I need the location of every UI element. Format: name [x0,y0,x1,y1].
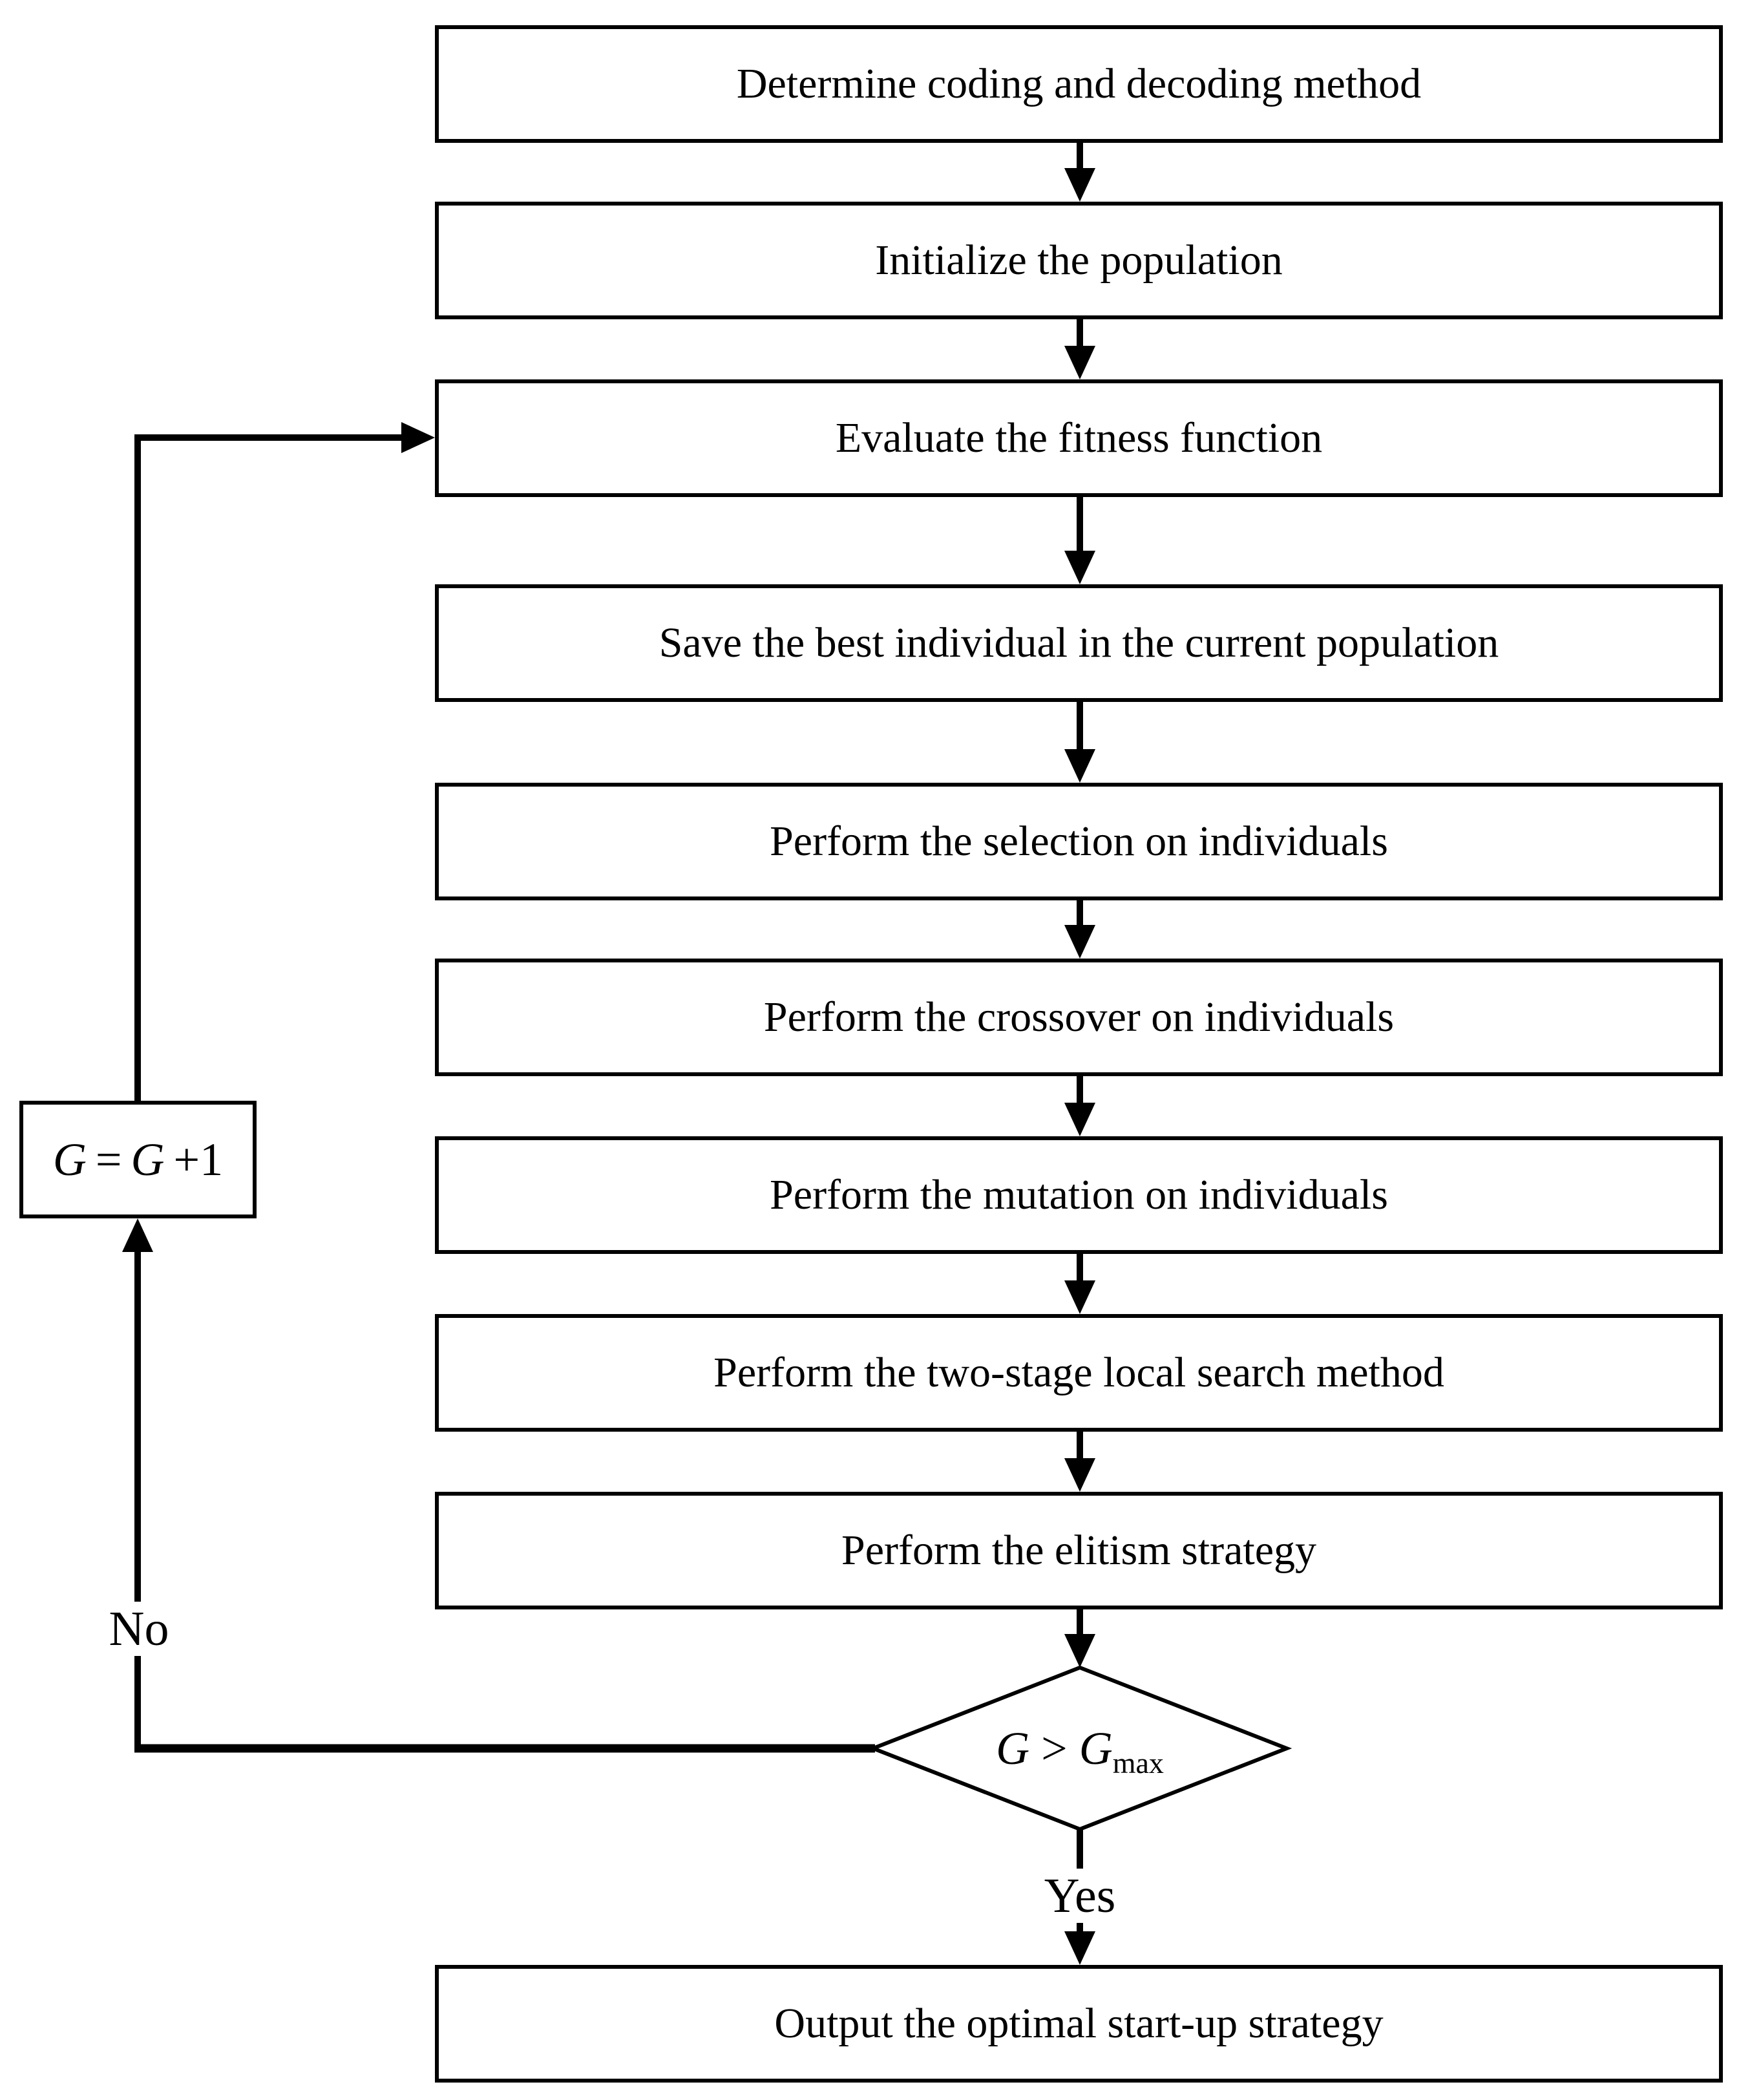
arrow-elitism-to-decision [1064,1609,1095,1668]
arrow-selection-to-crossover [1064,900,1095,959]
decision-label: G > Gmax [996,1723,1164,1778]
flow-box-save-best: Save the best individual in the current … [435,584,1723,702]
flow-box-selection-label: Perform the selection on individuals [770,818,1388,865]
flow-box-evaluate-label: Evaluate the fitness function [835,414,1323,461]
edge-label-yes: Yes [1038,1869,1121,1923]
arrow-mutation-to-local-search [1064,1254,1095,1314]
flow-box-mutation: Perform the mutation on individuals [435,1136,1723,1254]
arrow-initialize-to-evaluate [1064,319,1095,379]
flow-box-determine: Determine coding and decoding method [435,25,1723,143]
edge-label-no: No [103,1602,174,1656]
counter-box: G=G+1 [19,1101,257,1218]
flow-box-selection: Perform the selection on individuals [435,783,1723,900]
flow-box-output: Output the optimal start-up strategy [435,1965,1723,2083]
decision-op: > [1041,1723,1068,1774]
counter-rhs: G [131,1134,165,1185]
flow-box-evaluate: Evaluate the fitness function [435,379,1723,497]
decision-diamond [867,1665,1292,1832]
flow-box-output-label: Output the optimal start-up strategy [774,2000,1384,2047]
flow-box-crossover: Perform the crossover on individuals [435,959,1723,1076]
flow-box-local-search-label: Perform the two-stage local search metho… [713,1349,1444,1396]
flow-box-initialize-label: Initialize the population [875,237,1283,284]
flow-box-elitism: Perform the elitism strategy [435,1492,1723,1609]
flow-box-local-search: Perform the two-stage local search metho… [435,1314,1723,1432]
loop-return-path [134,422,435,1101]
counter-inc: +1 [173,1134,224,1185]
flow-box-elitism-label: Perform the elitism strategy [841,1527,1316,1574]
flow-box-determine-label: Determine coding and decoding method [736,60,1422,107]
counter-eq: = [95,1134,122,1185]
arrow-evaluate-to-save [1064,497,1095,584]
flow-box-mutation-label: Perform the mutation on individuals [770,1171,1388,1218]
flow-box-crossover-label: Perform the crossover on individuals [763,993,1395,1041]
arrow-determine-to-initialize [1064,143,1095,202]
decision-rhs-subscript: max [1112,1746,1164,1779]
decision-lhs: G [996,1723,1030,1774]
counter-lhs: G [52,1134,87,1185]
flow-box-save-best-label: Save the best individual in the current … [659,619,1499,666]
flow-box-initialize: Initialize the population [435,202,1723,319]
arrow-crossover-to-mutation [1064,1076,1095,1136]
arrow-local-search-to-elitism [1064,1432,1095,1492]
decision-rhs: G [1079,1723,1113,1774]
arrow-save-to-selection [1064,702,1095,783]
loop-no-path [122,1218,875,1753]
